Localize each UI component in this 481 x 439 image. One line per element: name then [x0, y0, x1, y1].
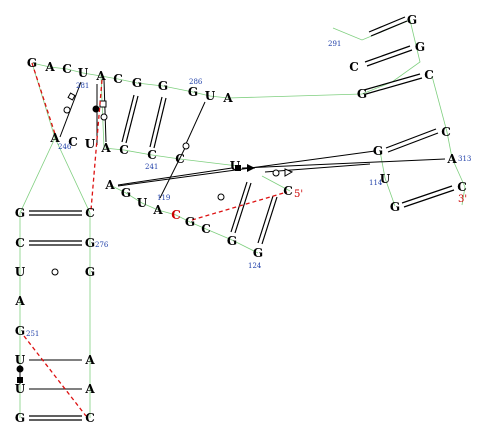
- nucleotide-u-mid: U: [230, 159, 241, 173]
- symbol-filled-square-2: [235, 165, 241, 171]
- nucleotide-u-top-10: U: [205, 89, 216, 103]
- nucleotide-c-mid-2: C: [175, 152, 185, 166]
- nucleotide-c-right-6: C: [85, 411, 95, 425]
- nucleotide-g-left-8: G: [15, 411, 25, 425]
- three-prime-label: 3': [458, 194, 467, 205]
- symbol-filled-square-1: [17, 377, 23, 383]
- nucleotide-c-top-6: C: [113, 72, 123, 86]
- nucleotide-c-strand-5: C: [171, 208, 181, 222]
- nucleotide-a-right-5: A: [84, 382, 95, 396]
- position-number-114: 114: [369, 179, 383, 187]
- nucleotide-a-inner: A: [100, 141, 111, 155]
- nucleotide-a-top-5: A: [95, 69, 106, 83]
- position-number-286: 286: [189, 78, 203, 86]
- five-prime-label: 5': [294, 189, 303, 200]
- nucleotide-c-hp-l3: C: [349, 60, 359, 74]
- nucleotide-c-3prime: C: [457, 180, 467, 194]
- nucleotide-c-241: C: [119, 143, 129, 157]
- position-number-124: 124: [248, 262, 262, 270]
- symbol-open-square-1: [99, 100, 107, 108]
- nucleotide-a-top-11: A: [222, 91, 233, 105]
- nucleotide-c-inner: C: [68, 135, 78, 149]
- nucleotide-g-hp-5: G: [373, 144, 383, 158]
- symbol-open-circle-1: [51, 268, 59, 276]
- symbol-open-circle-4: [182, 142, 190, 150]
- interaction-symbols: [16, 92, 294, 383]
- nucleotide-a-right-4: A: [84, 353, 95, 367]
- nucleotide-u-inner: U: [85, 137, 96, 151]
- nucleotide-g-top-left: G: [27, 56, 37, 70]
- non-canonical-interactions: [19, 79, 446, 390]
- position-number-276: 276: [95, 241, 109, 249]
- nucleotide-c-5prime: C: [283, 184, 293, 198]
- symbol-filled-triangle: [247, 164, 255, 172]
- nucleotide-g-hp-top: G: [407, 13, 417, 27]
- nucleotide-labels: G A C U A C G G G U A A C U A C C C C U …: [14, 13, 466, 425]
- nucleotide-a-left-4: A: [14, 294, 25, 308]
- position-number-241: 241: [145, 163, 158, 171]
- nucleotide-a-strand-1: A: [104, 178, 115, 192]
- nucleotide-c-hp-r3: C: [424, 68, 434, 82]
- nucleotide-g-strand-9: G: [253, 246, 263, 260]
- nucleotide-g-top-8: G: [158, 79, 168, 93]
- nucleotide-g-251: G: [15, 324, 25, 338]
- nucleotide-a-strand-4: A: [152, 203, 163, 217]
- nucleotide-u-left-6: U: [15, 353, 26, 367]
- nucleotide-c-mid-1: C: [147, 148, 157, 162]
- nucleotide-g-276: G: [85, 236, 95, 250]
- nucleotide-u-strand-3: U: [137, 196, 148, 210]
- nucleotide-g-top-7: G: [132, 76, 142, 90]
- symbol-open-triangle: [284, 168, 294, 177]
- nucleotide-u-114: U: [380, 172, 391, 186]
- strand-end-labels: 5' 3': [294, 189, 467, 205]
- tertiary-contact-lines: [23, 62, 288, 417]
- nucleotide-u-left-7: U: [15, 382, 26, 396]
- nucleotide-a-246: A: [49, 131, 60, 145]
- position-number-labels: 281 286 246 241 119 276 251 124 291 313 …: [26, 40, 471, 338]
- nucleotide-c-strand-7: C: [201, 222, 211, 236]
- symbol-filled-circle-1: [16, 365, 24, 373]
- nucleotide-c-right-1: C: [85, 206, 95, 220]
- nucleotide-u-left-3: U: [15, 265, 26, 279]
- backbone-lines: [19, 19, 466, 418]
- nucleotide-g-strand-6: G: [185, 215, 195, 229]
- nucleotide-g-left-1: G: [15, 206, 25, 220]
- nucleotide-g-bottom-r: G: [390, 200, 400, 214]
- nucleotide-c-left-2: C: [15, 236, 25, 250]
- position-number-281: 281: [76, 82, 89, 90]
- position-number-313: 313: [458, 155, 471, 163]
- nucleotide-g-strand-2: G: [121, 186, 131, 200]
- symbol-filled-circle-2: [92, 105, 100, 113]
- nucleotide-u-top-4: U: [78, 66, 89, 80]
- symbol-open-square-2: [67, 92, 76, 101]
- nucleotide-g-top-9: G: [188, 85, 198, 99]
- symbol-open-circle-5: [217, 193, 225, 201]
- nucleotide-a-top-2: A: [44, 60, 55, 74]
- symbol-open-circle-6: [272, 169, 280, 177]
- position-number-251: 251: [26, 330, 39, 338]
- position-number-291: 291: [328, 40, 341, 48]
- nucleotide-g-hp-r2: G: [415, 40, 425, 54]
- position-number-119: 119: [157, 194, 170, 202]
- nucleotide-g-hp-l4: G: [357, 87, 367, 101]
- base-pair-lines: [29, 16, 455, 421]
- nucleotide-g-124: G: [227, 234, 237, 248]
- nucleotide-c-hp-r4: C: [441, 125, 451, 139]
- symbol-open-circle-3: [63, 106, 71, 114]
- nucleotide-a-313: A: [446, 152, 457, 166]
- position-number-246: 246: [58, 143, 72, 151]
- nucleotide-c-top-3: C: [62, 62, 72, 76]
- symbol-open-circle-2: [100, 113, 108, 121]
- nucleotide-g-right-3: G: [85, 265, 95, 279]
